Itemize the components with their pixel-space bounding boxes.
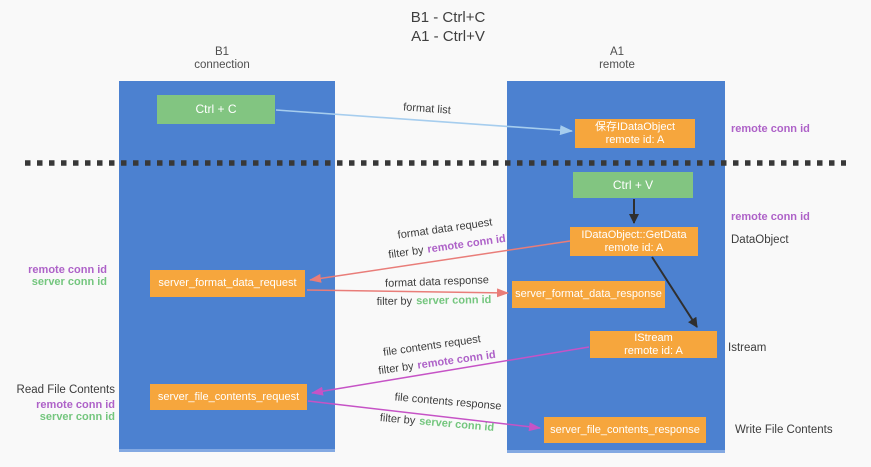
annotation-left-remote-conn-id-bottom: remote conn id (36, 399, 115, 411)
annotation-remote-conn-id-mid: remote conn id (731, 211, 810, 223)
node-ctrl-c-label: Ctrl + C (195, 102, 237, 116)
arrow-file-contents-response (307, 400, 541, 432)
node-save-idataobject: 保存IDataObject remote id: A (575, 119, 695, 148)
server-conn-id-text: server conn id (416, 294, 492, 308)
title-line-1: B1 - Ctrl+C (410, 9, 486, 26)
annotation-left-conn-ids-top: remote conn id server conn id (28, 264, 107, 288)
node-ctrl-c: Ctrl + C (157, 95, 275, 124)
node-save-idataobject-line2: remote id: A (605, 133, 665, 146)
node-server-file-contents-response-label: server_file_contents_response (550, 423, 700, 436)
arrow-format-data-request (309, 240, 571, 283)
annotation-istream: Istream (728, 342, 767, 354)
node-server-file-contents-request-label: server_file_contents_request (157, 390, 300, 403)
annotation-write-file-contents: Write File Contents (735, 424, 833, 436)
node-server-format-data-request-label: server_format_data_request (158, 277, 297, 289)
node-getdata-line2: remote id: A (604, 241, 664, 254)
node-ctrl-v: Ctrl + V (573, 172, 693, 198)
annotation-left-server-conn-id-top: server conn id (31, 276, 107, 288)
node-istream-line1: IStream (634, 331, 673, 344)
lifeline-header-a1: A1 remote (599, 46, 635, 72)
arrow-file-contents-request (311, 346, 590, 396)
arrow-getdata-to-istream (651, 256, 698, 328)
node-getdata-line1: IDataObject::GetData (581, 228, 687, 241)
lifeline-a1-name: A1 (609, 46, 625, 58)
annotation-remote-conn-id-top: remote conn id (731, 123, 810, 135)
node-server-format-data-response: server_format_data_response (512, 281, 665, 308)
annotation-read-file-contents-block: Read File Contents remote conn id server… (17, 384, 115, 423)
arrow-format-list (275, 109, 573, 136)
node-ctrl-v-label: Ctrl + V (612, 177, 654, 192)
diagram-title: B1 - Ctrl+C A1 - Ctrl+V (411, 8, 486, 46)
annotation-left-server-conn-id-bottom: server conn id (39, 411, 115, 423)
lifeline-b1-name: B1 (214, 46, 230, 58)
node-server-format-data-response-label: server_format_data_response (515, 288, 662, 300)
node-idataobject-getdata: IDataObject::GetData remote id: A (570, 227, 698, 256)
title-line-2: A1 - Ctrl+V (411, 28, 485, 45)
lifeline-header-b1: B1 connection (194, 46, 250, 72)
node-server-file-contents-request: server_file_contents_request (150, 384, 307, 410)
node-istream: IStream remote id: A (590, 331, 717, 358)
annotation-read-file-contents: Read File Contents (16, 384, 115, 396)
node-istream-line2: remote id: A (624, 344, 683, 357)
lifeline-a1-role: remote (599, 59, 635, 71)
filter-by-text: filter by (376, 295, 413, 308)
node-server-file-contents-response: server_file_contents_response (544, 417, 706, 443)
arrow-format-data-response (306, 288, 509, 298)
annotation-dataobject: DataObject (731, 234, 789, 246)
node-server-format-data-request: server_format_data_request (150, 270, 305, 297)
lifeline-b1-role: connection (194, 59, 250, 71)
node-save-idataobject-line1: 保存IDataObject (594, 120, 676, 133)
annotation-left-remote-conn-id-top: remote conn id (28, 264, 107, 276)
